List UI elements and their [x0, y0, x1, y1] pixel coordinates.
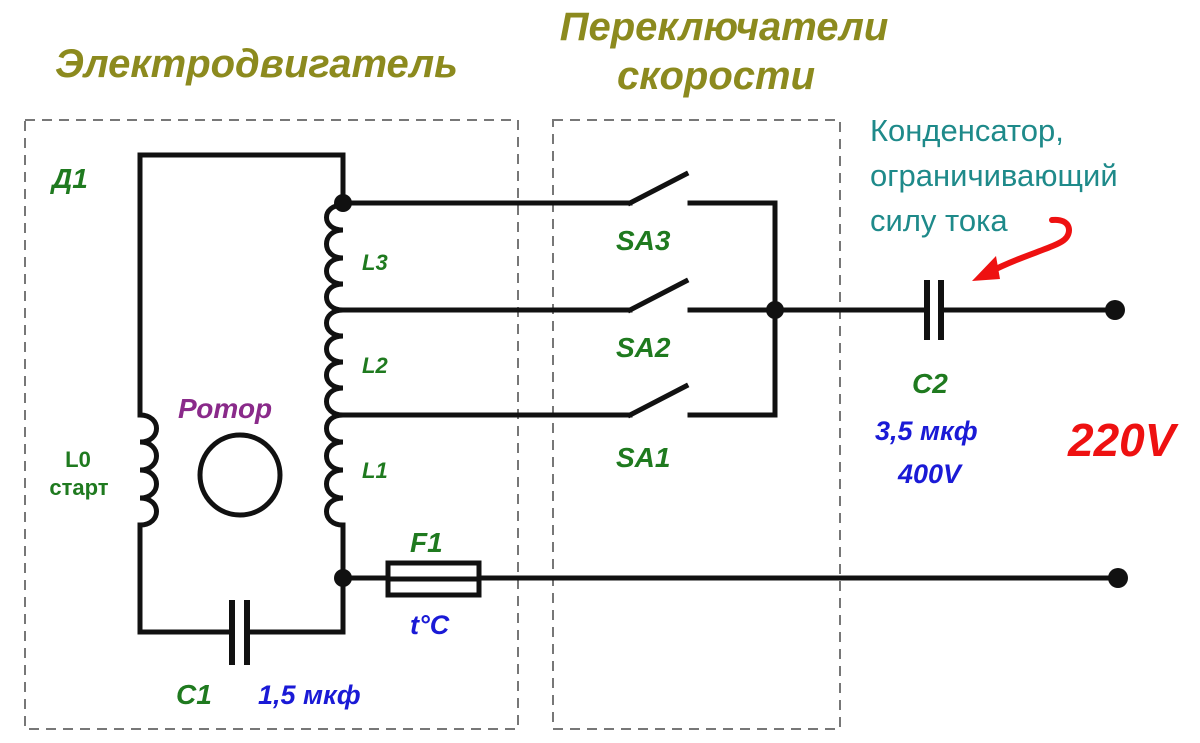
motor-section-title: Электродвигатель [55, 42, 458, 86]
annotation-line-3: силу тока [870, 203, 1008, 238]
switch-section-title-line2: скорости [617, 54, 815, 98]
rotor-label: Ротор [178, 393, 272, 424]
supply-terminal-top [1105, 300, 1125, 320]
sa1-label: SA1 [616, 442, 670, 473]
supply-voltage-label: 220V [1067, 414, 1179, 466]
l1-winding [324, 412, 344, 528]
sa1-blade [626, 382, 690, 419]
c2-label: C2 [912, 368, 948, 399]
top-frame-wire [137, 152, 346, 206]
f1-label: F1 [410, 527, 443, 558]
bottom-frame-wire [245, 575, 346, 635]
sa3-label: SA3 [616, 225, 671, 256]
annotation-arrow-line [987, 216, 1072, 275]
l3-winding [324, 202, 344, 313]
l0-winding [139, 412, 159, 528]
l0-label: L0 [65, 447, 91, 472]
l2-label: L2 [362, 353, 388, 378]
sa2-label: SA2 [616, 332, 671, 363]
c1-label: C1 [176, 679, 212, 710]
l0-start-label: старт [49, 475, 108, 500]
annotation-arrow-head [972, 256, 1000, 281]
sa3-blade [626, 170, 690, 207]
switch-section-title-line1: Переключатели [560, 5, 889, 49]
f1-temp-label: t°C [410, 610, 450, 640]
l2-winding [324, 307, 344, 418]
annotation-line-1: Конденсатор, [870, 113, 1064, 148]
switch-section-box [552, 119, 841, 730]
l3-label: L3 [362, 250, 388, 275]
motor-id-label: Д1 [50, 163, 88, 194]
annotation-line-2: ограничивающий [870, 158, 1118, 193]
c1-value-label: 1,5 мкф [258, 680, 361, 710]
motor-section-box [24, 119, 519, 730]
junction-node-bus [766, 301, 784, 319]
supply-terminal-bottom [1108, 568, 1128, 588]
left-frame-wire-lower [137, 522, 233, 635]
junction-node-top [334, 194, 352, 212]
rotor-circle [197, 432, 283, 518]
junction-node-bottom [334, 569, 352, 587]
c2-voltage-label: 400V [897, 459, 963, 489]
l1-label: L1 [362, 458, 388, 483]
sa2-blade [626, 277, 690, 314]
c2-capacitance-label: 3,5 мкф [875, 416, 978, 446]
